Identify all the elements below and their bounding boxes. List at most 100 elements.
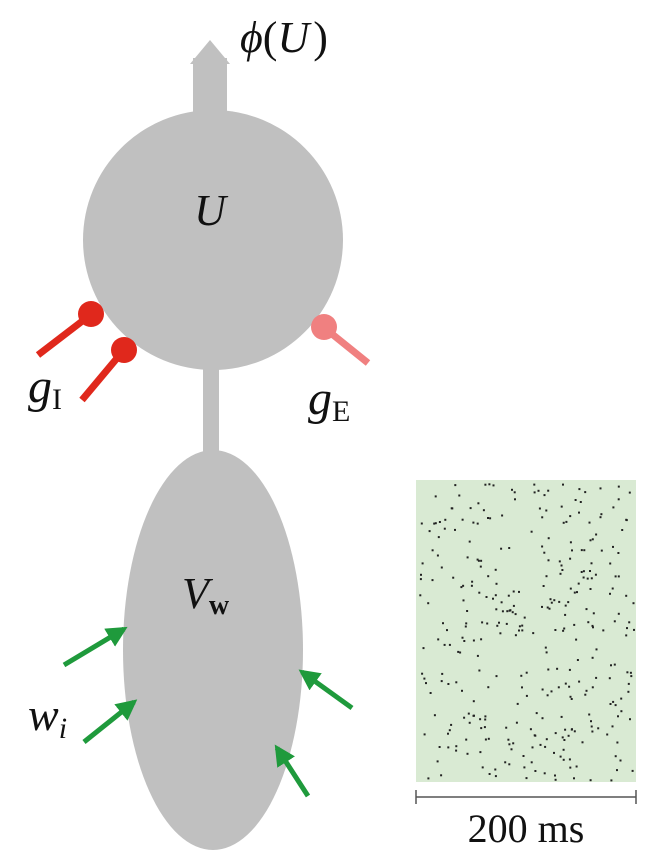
spike-dot	[627, 690, 630, 693]
spike-dot	[443, 527, 446, 530]
spike-dot	[462, 584, 465, 587]
inhibitory-synapse-1	[35, 301, 104, 358]
spike-dot	[478, 669, 481, 672]
spike-dot	[554, 774, 556, 777]
spike-dot	[466, 752, 469, 755]
spike-dot	[562, 483, 564, 486]
spike-dot	[509, 609, 512, 612]
spike-dot	[562, 748, 565, 751]
spike-dot	[550, 690, 553, 693]
spike-dot	[459, 651, 462, 654]
spike-dot	[421, 672, 424, 675]
spike-dot	[590, 562, 593, 565]
spike-dot	[578, 488, 581, 491]
spike-dot	[584, 491, 587, 494]
spike-dot	[480, 559, 483, 562]
spike-dot	[550, 601, 553, 604]
spike-dot	[580, 549, 583, 552]
spike-dot	[560, 564, 563, 567]
spike-dot	[564, 604, 567, 607]
weight-arrow-2	[82, 699, 138, 744]
spike-dot	[521, 629, 524, 632]
spike-dot	[589, 779, 592, 782]
spike-dot	[440, 774, 443, 777]
spike-dot	[568, 668, 571, 671]
spike-dot	[512, 590, 515, 593]
spike-dot	[438, 521, 441, 523]
axon-output-arrow	[190, 40, 230, 118]
spike-dot	[450, 723, 453, 726]
spike-dot	[576, 591, 578, 594]
spike-dot	[569, 541, 572, 544]
spike-dot	[525, 694, 528, 697]
spike-dot	[579, 501, 582, 503]
spike-dot	[472, 521, 475, 524]
spike-dot	[483, 726, 486, 729]
spike-dot	[423, 733, 426, 736]
spike-dot	[582, 570, 585, 573]
spike-dot	[629, 671, 632, 674]
spike-dot	[586, 577, 589, 580]
spike-dot	[619, 759, 622, 762]
inhibitory-label: gI	[28, 360, 62, 416]
spike-dot	[512, 604, 515, 607]
spike-dot	[543, 551, 546, 554]
spike-dot	[569, 515, 572, 518]
spike-dot	[448, 643, 451, 646]
spike-dot	[569, 587, 572, 590]
spike-dot	[620, 710, 623, 713]
spike-dot	[473, 714, 475, 717]
spike-dot	[595, 676, 598, 679]
spike-dot	[571, 549, 573, 552]
spike-dot	[455, 745, 458, 748]
spike-dot	[609, 703, 612, 705]
spike-dot	[614, 755, 617, 758]
spike-dot	[616, 741, 619, 744]
spike-dot	[522, 755, 525, 757]
spike-dot	[427, 777, 430, 780]
spike-dot	[461, 518, 464, 521]
spike-dot	[610, 664, 612, 667]
weight-arrow-3	[298, 669, 354, 711]
spike-dot	[545, 738, 548, 741]
spike-dot	[434, 495, 437, 498]
spike-dot	[600, 549, 603, 552]
spike-dot	[427, 602, 430, 605]
spike-dot	[532, 632, 535, 635]
spike-dot	[447, 732, 449, 735]
spike-dot	[494, 568, 497, 571]
spike-dot	[571, 728, 573, 731]
spike-dot	[523, 766, 526, 769]
spike-dot	[545, 575, 548, 578]
spike-dot	[592, 612, 595, 615]
spike-dot	[529, 728, 532, 731]
spike-dot	[499, 632, 502, 635]
spike-dot	[429, 692, 432, 694]
spike-dot	[590, 725, 593, 728]
spike-dot	[549, 598, 552, 601]
spike-dot	[457, 650, 460, 653]
spike-dot	[442, 622, 444, 625]
spike-dot	[494, 768, 497, 771]
spike-dot	[514, 634, 517, 637]
spike-dot	[547, 489, 550, 492]
spike-dot	[521, 686, 523, 689]
soma	[83, 110, 343, 370]
spike-dot	[461, 689, 463, 692]
spike-dot	[500, 547, 503, 550]
spike-dot	[545, 509, 548, 512]
spike-dot	[480, 727, 483, 730]
spike-dot	[479, 718, 482, 721]
spike-dot	[567, 601, 570, 604]
spike-dot	[508, 547, 511, 549]
spike-dot	[591, 686, 594, 689]
spike-dot	[484, 483, 487, 486]
spike-dot	[495, 608, 498, 611]
spike-dot	[425, 682, 427, 685]
spike-dot	[617, 715, 619, 718]
spike-dot	[530, 530, 533, 533]
spike-dot	[564, 682, 567, 685]
spike-dot	[463, 716, 466, 719]
spike-dot	[585, 689, 588, 692]
